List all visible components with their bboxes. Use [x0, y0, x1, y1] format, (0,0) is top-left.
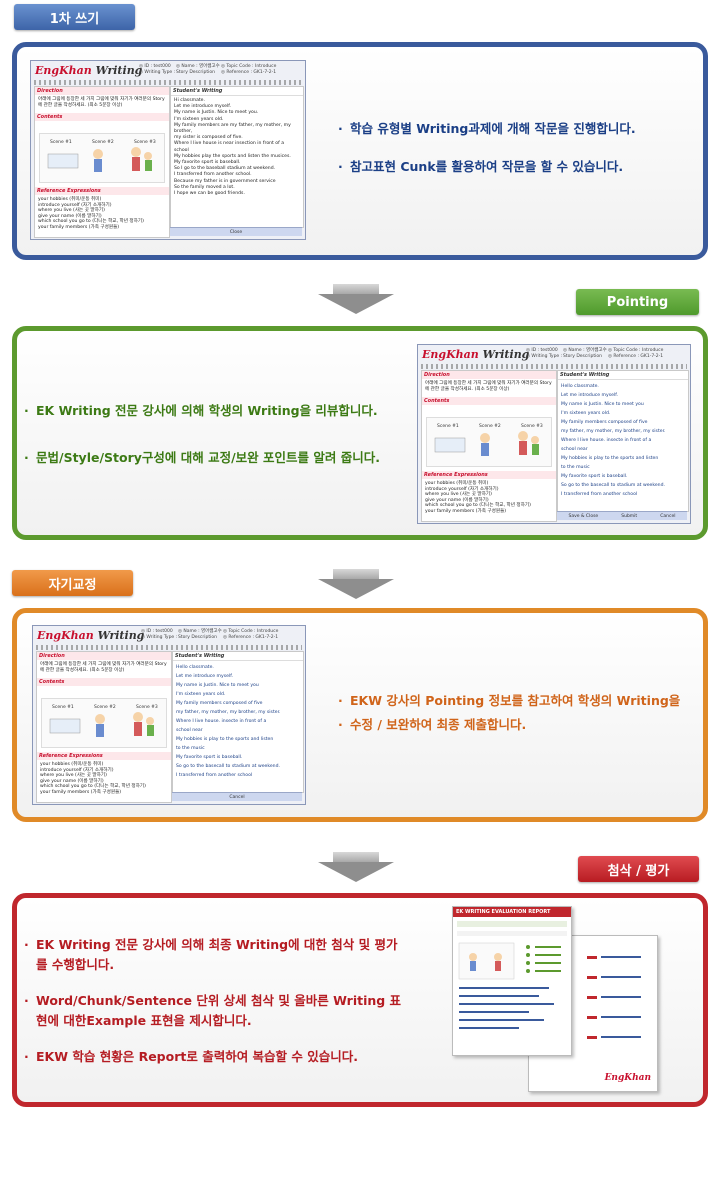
down-arrow: [333, 284, 379, 294]
report-logo: EngKhan: [604, 1073, 651, 1083]
screenshot-pointing: EngKhan Writing ◎ ID : test000◎ Writing …: [417, 344, 691, 524]
down-arrow: [333, 569, 379, 579]
down-arrow-head: [318, 862, 394, 882]
scene-illustration: Scene #1 Scene #2 Scene #3: [39, 133, 165, 183]
svg-text:Scene #1: Scene #1: [52, 704, 74, 710]
down-arrow: [333, 852, 379, 862]
writing-area[interactable]: Hi classmate.Let me introduce myself.My …: [174, 98, 291, 197]
tag-evaluation: 첨삭 / 평가: [578, 856, 699, 882]
app-logo: EngKhan Writing: [35, 64, 143, 77]
cancel-button[interactable]: Cancel: [660, 513, 676, 519]
scene-illustration: Scene #1 Scene #2 Scene #3: [41, 698, 167, 748]
svg-text:Scene #1: Scene #1: [437, 423, 459, 429]
svg-text:Scene #2: Scene #2: [479, 423, 501, 429]
reference-header: Reference Expressions: [35, 187, 169, 195]
cancel-button[interactable]: Cancel: [229, 794, 245, 800]
tag-pointing: Pointing: [576, 289, 699, 315]
notebook-spiral: [34, 80, 302, 85]
svg-text:Scene #2: Scene #2: [94, 704, 116, 710]
scene-illustration: Scene #1 Scene #2 Scene #3: [426, 417, 552, 467]
report-title: EK WRITING EVALUATION REPORT: [453, 907, 571, 917]
svg-text:Scene #2: Scene #2: [92, 139, 114, 145]
save-close-button[interactable]: Save & Close: [568, 513, 599, 519]
down-arrow-head: [318, 579, 394, 599]
tag-first-writing: 1차 쓰기: [14, 4, 135, 30]
corrected-writing-area[interactable]: Hello classmate.Let me introduce myself.…: [176, 665, 281, 778]
tag-self-correction: 자기교정: [12, 570, 133, 596]
scene-label: Scene #1: [50, 139, 72, 145]
contents-header: Contents: [35, 113, 169, 121]
svg-text:Scene #3: Scene #3: [136, 704, 158, 710]
screenshot-first-writing: EngKhan Writing ◎ ID : test000◎ Writing …: [30, 60, 306, 240]
svg-text:Scene #3: Scene #3: [521, 423, 543, 429]
bullets-pointing: ·EK Writing 전문 강사에 의해 학생의 Writing을 리뷰합니다…: [24, 403, 380, 465]
submit-button[interactable]: Submit: [621, 513, 638, 519]
close-button[interactable]: Close: [229, 229, 243, 235]
down-arrow-head: [318, 294, 394, 314]
pointed-writing-area[interactable]: Hello classmate.Let me introduce myself.…: [561, 384, 666, 497]
bullets-first-writing: ·학습 유형별 Writing과제에 개해 작문을 진행합니다. ·참고표현 C…: [338, 121, 636, 174]
screenshot-self-correction: EngKhan Writing ◎ ID : test000◎ Writing …: [32, 625, 306, 805]
svg-text:Scene #3: Scene #3: [134, 139, 156, 145]
bullets-self-correction: ·EKW 강사의 Pointing 정보를 참고하여 학생의 Writing을 …: [338, 693, 681, 732]
direction-header: Direction: [35, 87, 169, 95]
bullets-evaluation: ·EK Writing 전문 강사에 의해 최종 Writing에 대한 첨삭 …: [24, 937, 402, 1064]
evaluation-report-front: EK WRITING EVALUATION REPORT: [452, 906, 572, 1056]
student-writing-title: Student's Writing: [171, 87, 303, 96]
